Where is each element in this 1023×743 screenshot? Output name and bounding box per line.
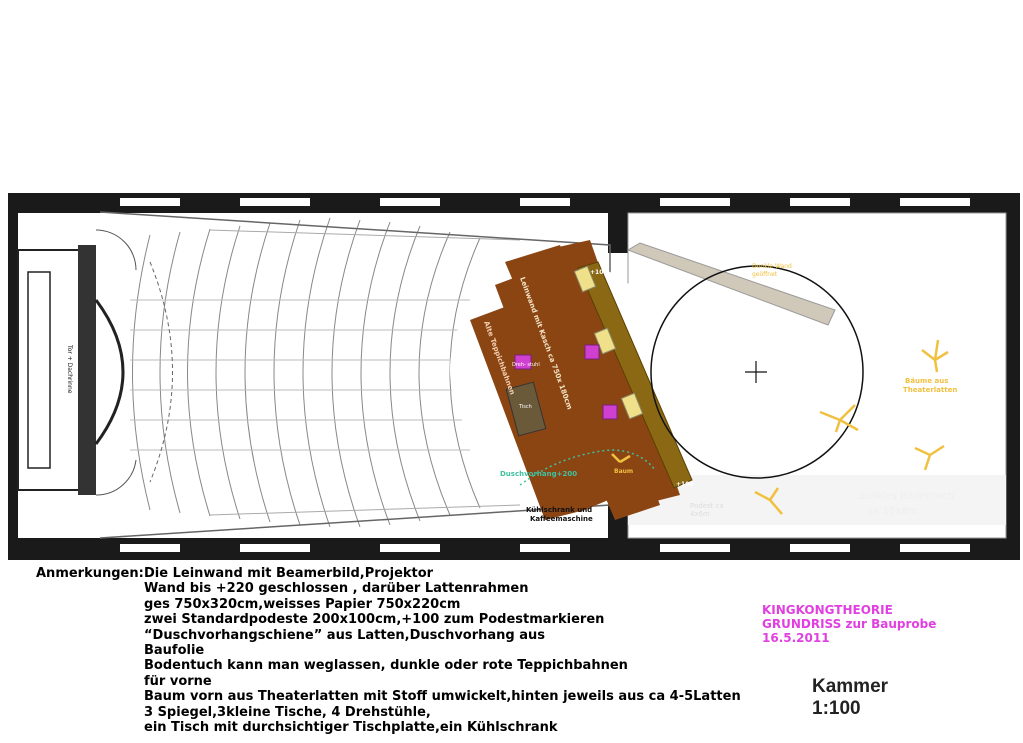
notes-line-1: Wand bis +220 geschlossen , darüber Latt…: [144, 581, 529, 597]
screen-wall: [577, 261, 693, 489]
label-dreh: Dreh- stuhl: [512, 362, 540, 368]
notes-line-3: zwei Standardpodeste 200x100cm,+100 zum …: [144, 612, 605, 628]
label-wand: Dunkle Wand geöffnet: [752, 263, 794, 278]
label-kuehl: Kühlschrank und Kaffeemaschine: [526, 506, 595, 523]
title-block: KINGKONGTHEORIE GRUNDRISS zur Bauprobe 1…: [762, 603, 936, 645]
room-label: Kammer 1:100: [812, 676, 888, 720]
notes-line-7: für vorne: [144, 673, 212, 689]
trees: [611, 339, 949, 515]
label-plus100-bottom: +100: [676, 481, 694, 488]
title-line-2: GRUNDRISS zur Bauprobe: [762, 617, 937, 631]
floor-cloth: [628, 475, 1006, 525]
title-line-3: 16.5.2011: [762, 631, 830, 645]
notes-line-10: ein Tisch mit durchsichtiger Tischplatte…: [144, 720, 558, 736]
table: [505, 381, 547, 437]
notes-line-5: Baufolie: [144, 643, 205, 659]
notes-line-2: ges 750x320cm,weisses Papier 750x220cm: [144, 596, 461, 612]
label-baeume: Bäume aus Theaterlatten: [903, 377, 957, 394]
notes-line-0: Die Leinwand mit Beamerbild,Projektor: [144, 566, 434, 581]
label-tor: Tor + Dachrinne: [66, 344, 73, 394]
label-baum: Baum: [614, 468, 633, 475]
podest-blocks: [573, 265, 644, 420]
notes-line-8: Baum vorn aus Theaterlatten mit Stoff um…: [144, 689, 741, 705]
label-dusch: Duschvorhang+200: [500, 470, 577, 478]
title-line-1: KINGKONGTHEORIE: [762, 603, 893, 617]
label-podest: Podest ca 4x6m: [690, 502, 726, 518]
notes-line-9: 3 Spiegel,3kleine Tische, 4 Drehstühle,: [144, 704, 431, 720]
seating-rows: [130, 217, 521, 528]
open-wall-bar: [626, 242, 836, 326]
room-scale: 1:100: [812, 698, 861, 719]
notes-line-6: Bodentuch kann man weglassen, dunkle ode…: [144, 658, 628, 674]
notes-line-4: “Duschvorhangschiene” aus Latten,Duschvo…: [144, 627, 546, 643]
swivel-stools: [514, 344, 618, 420]
stage-circle-right: [650, 265, 864, 479]
label-plus100-top: +100: [590, 269, 608, 276]
room-name: Kammer: [812, 676, 889, 697]
notes: Anmerkungen: Die Leinwand mit Beamerbild…: [36, 566, 741, 736]
label-tisch: Tisch: [518, 404, 532, 410]
notes-lead: Anmerkungen:: [36, 566, 144, 581]
shower-curtain-rail: [519, 449, 656, 486]
label-bodentuch: dunkles Bodentuch ca 15x8m: [858, 491, 957, 517]
entrance: [17, 229, 137, 496]
